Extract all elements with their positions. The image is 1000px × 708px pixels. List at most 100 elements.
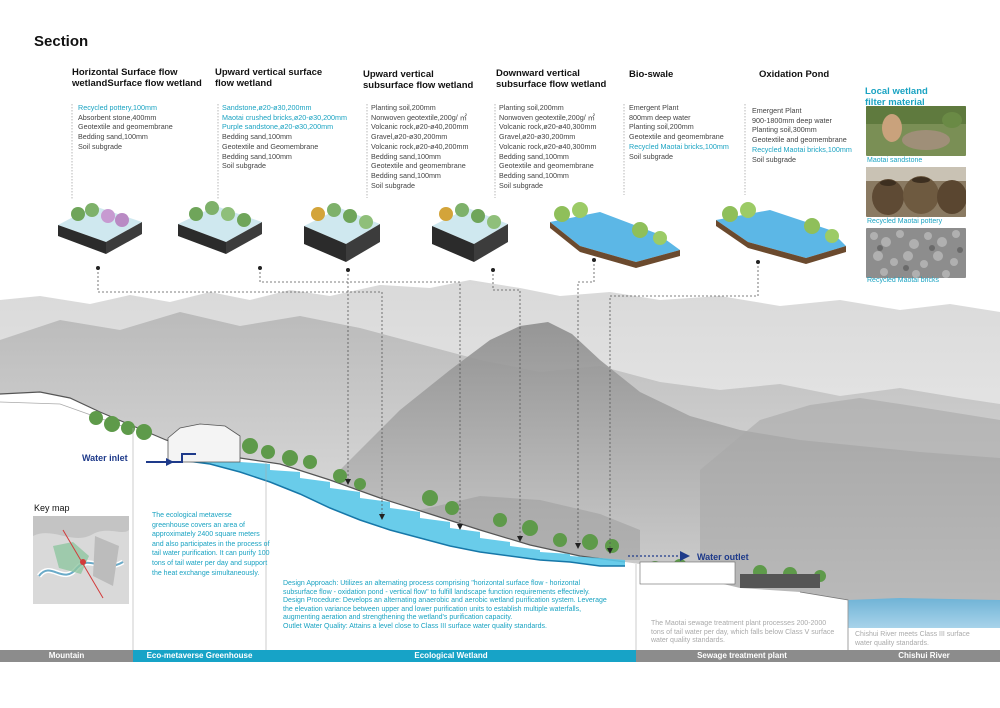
model-upward-vertical-subsurface bbox=[304, 203, 380, 262]
layer-item: Bedding sand,100mm bbox=[78, 132, 148, 142]
key-map-title: Key map bbox=[34, 503, 70, 513]
title-line: Bio-swale bbox=[629, 69, 674, 80]
model-horizontal-surface bbox=[58, 203, 142, 254]
layer-item: Soil subgrade bbox=[78, 141, 122, 151]
design-procedure: Design Procedure: Develops an alternatin… bbox=[283, 597, 607, 621]
leader-dots bbox=[96, 258, 760, 272]
model-oxidation-pond bbox=[716, 202, 846, 264]
wetland-cascade bbox=[180, 452, 625, 566]
wetland-title-upward-vertical-subsurface: Upward vertical subsurface flow wetland bbox=[363, 69, 473, 91]
water-outlet-arrowhead bbox=[680, 551, 690, 561]
title-line: subsurface flow wetland bbox=[363, 80, 474, 91]
title-line: Downward vertical bbox=[496, 68, 580, 79]
greenhouse-structure bbox=[167, 423, 241, 463]
title-line: subsurface flow wetland bbox=[496, 79, 607, 90]
title-line: wetlandSurface flow wetland bbox=[72, 78, 202, 89]
wetland-dark-edge bbox=[179, 459, 625, 567]
layer-list-upward-vertical-surface: Sandstone,ø20-ø30,200mm Maotai crushed b… bbox=[222, 103, 347, 171]
layer-item: Soil subgrade bbox=[499, 180, 543, 190]
layer-item: Bedding sand,100mm bbox=[371, 170, 441, 180]
chishui-river bbox=[848, 598, 1000, 628]
layer-item: Volcanic rock,ø20-ø40,300mm bbox=[499, 141, 597, 151]
layer-item: Purple sandstone,ø20-ø30,200mm bbox=[222, 122, 334, 132]
title-line: Horizontal Surface flow bbox=[72, 67, 178, 78]
pottery-photo bbox=[866, 167, 966, 217]
layer-item: Sandstone,ø20-ø30,200mm bbox=[222, 103, 312, 112]
layer-item: Bedding sand,100mm bbox=[222, 132, 292, 142]
treatment-plant-pool bbox=[639, 561, 736, 585]
greenhouse-note: The ecological metaverse greenhouse cove… bbox=[152, 512, 270, 577]
layer-item: Nonwoven geotextile,200g/ ㎡ bbox=[371, 112, 467, 122]
layer-item: Maotai crushed bricks,ø20-ø30,200mm bbox=[222, 112, 348, 122]
wetland-title-bio-swale: Bio-swale bbox=[629, 69, 673, 80]
zone-greenhouse: Eco-metaverse Greenhouse bbox=[133, 650, 266, 662]
wetland-title-downward-vertical-subsurface: Downward vertical subsurface flow wetlan… bbox=[496, 68, 606, 90]
leader-markers bbox=[345, 479, 613, 554]
layer-item: Planting soil,200mm bbox=[499, 103, 564, 112]
water-outlet-label: Water outlet bbox=[697, 552, 749, 562]
layer-item: Geotextile and geomembrane bbox=[371, 161, 466, 171]
title-line: Oxidation Pond bbox=[759, 69, 830, 80]
title-line: Local wetland bbox=[865, 86, 928, 97]
ground-line bbox=[0, 391, 626, 563]
treatment-plant-building bbox=[740, 574, 820, 588]
layer-item: Geotextile and Geomembrane bbox=[222, 141, 319, 151]
title-line: Upward vertical bbox=[363, 69, 434, 80]
outlet-quality: Outlet Water Quality: Attains a level cl… bbox=[283, 622, 547, 630]
model-upward-vertical-surface bbox=[178, 201, 262, 254]
bricks-photo bbox=[866, 228, 966, 278]
layer-item: Soil subgrade bbox=[222, 161, 266, 171]
layer-list-upward-vertical-subsurface: Planting soil,200mm Nonwoven geotextile,… bbox=[371, 103, 468, 190]
layer-item: Bedding sand,100mm bbox=[222, 151, 292, 161]
water-inlet-label: Water inlet bbox=[82, 453, 128, 463]
layer-list-oxidation-pond: Emergent Plant 900-1800mm deep water Pla… bbox=[752, 106, 852, 164]
photo-caption: Recycled Maotai bricks bbox=[867, 277, 939, 284]
layer-item: Gravel,ø20-ø30,200mm bbox=[371, 132, 448, 142]
model-downward-vertical-subsurface bbox=[432, 203, 508, 262]
layer-item: Recycled pottery,100mm bbox=[78, 103, 157, 112]
key-map bbox=[33, 516, 129, 604]
layer-item: Geotextile and geomembrane bbox=[78, 122, 173, 132]
title-line: filter material bbox=[865, 97, 925, 108]
title-line: flow wetland bbox=[215, 78, 272, 89]
layer-item: Bedding sand,100mm bbox=[371, 151, 441, 161]
model-bio-swale bbox=[550, 202, 680, 268]
zone-mountain: Mountain bbox=[0, 650, 133, 662]
layer-item: Volcanic rock,ø20-ø40,200mm bbox=[371, 122, 469, 132]
river-note: Chishui River meets Class III surface wa… bbox=[855, 631, 970, 647]
design-approach: Design Approach: Utilizes an alternating… bbox=[283, 580, 590, 596]
layer-item: Recycled Maotai bricks,100mm bbox=[629, 141, 729, 151]
wetland-title-oxidation-pond: Oxidation Pond bbox=[759, 69, 829, 80]
zone-river: Chishui River bbox=[848, 650, 1000, 662]
layer-item: Planting soil,300mm bbox=[752, 125, 817, 135]
zone-wetland: Ecological Wetland bbox=[266, 650, 636, 662]
layer-item: Volcanic rock,ø20-ø40,300mm bbox=[499, 122, 597, 132]
local-material-title: Local wetland filter material bbox=[865, 86, 928, 108]
design-note: Design Approach: Utilizes an alternating… bbox=[283, 580, 613, 631]
layer-item: Recycled Maotai bricks,100mm bbox=[752, 144, 852, 154]
treatment-plant-note: The Maotai sewage treatment plant proces… bbox=[651, 620, 835, 645]
wetland-title-upward-vertical-surface: Upward vertical surface flow wetland bbox=[215, 67, 322, 89]
layer-item: 900-1800mm deep water bbox=[752, 115, 832, 125]
ridge-right bbox=[700, 398, 1000, 600]
water-inlet-arrowhead bbox=[166, 458, 174, 466]
sandstone-photo bbox=[866, 106, 966, 156]
title-line: Upward vertical surface bbox=[215, 67, 323, 78]
layer-list-bio-swale: Emergent Plant 800mm deep water Planting… bbox=[629, 103, 729, 161]
layer-item: Bedding sand,100mm bbox=[499, 170, 569, 180]
layer-item: Volcanic rock,ø20-ø40,200mm bbox=[371, 141, 469, 151]
layer-item: 800mm deep water bbox=[629, 112, 691, 122]
photo-caption: Maotai sandstone bbox=[867, 157, 923, 164]
layer-item: Soil subgrade bbox=[371, 180, 415, 190]
layer-item: Soil subgrade bbox=[629, 151, 673, 161]
layer-item: Emergent Plant bbox=[752, 106, 802, 115]
layer-item: Emergent Plant bbox=[629, 103, 679, 112]
model-stems bbox=[71, 104, 746, 200]
leader-lines bbox=[97, 260, 759, 552]
layer-item: Absorbent stone,400mm bbox=[78, 112, 157, 122]
page-title: Section bbox=[34, 33, 89, 50]
layer-item: Soil subgrade bbox=[752, 154, 796, 164]
layer-item: Geotextile and geomembrane bbox=[752, 135, 847, 145]
layer-item: Bedding sand,100mm bbox=[499, 151, 569, 161]
